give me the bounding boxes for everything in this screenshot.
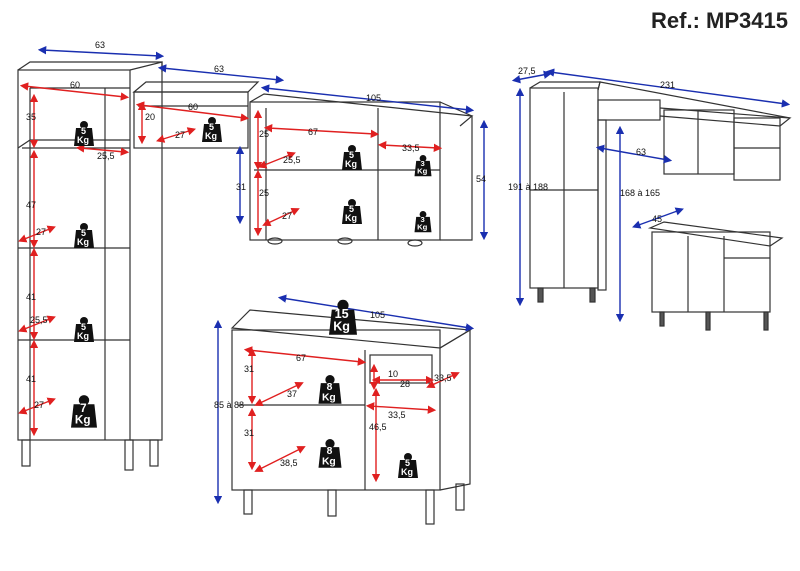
svg-text:105: 105 (366, 93, 381, 103)
weight-base-2: 8Kg (318, 439, 342, 468)
svg-text:Kg: Kg (77, 135, 89, 145)
svg-text:8: 8 (327, 446, 333, 457)
svg-text:191 à 188: 191 à 188 (508, 182, 548, 192)
base-cabinet (230, 309, 472, 525)
svg-text:20: 20 (145, 112, 155, 122)
svg-text:25: 25 (259, 188, 269, 198)
weight-base-3: 5Kg (398, 453, 418, 478)
svg-text:Kg: Kg (75, 414, 91, 427)
svg-text:27: 27 (282, 211, 292, 221)
weight-tall-3: 5Kg (74, 317, 94, 342)
svg-text:168 à 165: 168 à 165 (620, 188, 660, 198)
svg-text:10: 10 (388, 369, 398, 379)
svg-text:Kg: Kg (333, 320, 350, 334)
weight-tall-1: 5Kg (74, 121, 94, 146)
svg-text:15: 15 (335, 307, 349, 321)
svg-text:Kg: Kg (322, 392, 336, 403)
svg-text:5: 5 (81, 228, 86, 238)
weight-wall-2: 5Kg (342, 199, 362, 224)
overview-dimensions: 27,5 231 191 à 188 168 à 165 63 45 (508, 66, 791, 323)
svg-text:25,5: 25,5 (283, 155, 301, 165)
svg-text:28: 28 (400, 379, 410, 389)
svg-text:33,5: 33,5 (388, 410, 406, 420)
weight-wall-3: 3Kg (414, 154, 432, 177)
svg-text:33,5: 33,5 (402, 143, 420, 153)
svg-text:105: 105 (370, 310, 385, 320)
middle-cabinet-dimensions: 63 60 20 27 (135, 64, 285, 145)
svg-text:Kg: Kg (77, 331, 89, 341)
svg-text:41: 41 (26, 292, 36, 302)
svg-text:25,5: 25,5 (97, 151, 115, 161)
svg-text:27: 27 (36, 227, 46, 237)
svg-text:8: 8 (327, 382, 333, 393)
svg-text:Kg: Kg (205, 131, 217, 141)
svg-text:60: 60 (188, 102, 198, 112)
svg-text:231: 231 (660, 80, 675, 90)
svg-text:25: 25 (259, 129, 269, 139)
svg-text:5: 5 (349, 204, 354, 214)
svg-text:25,5: 25,5 (30, 315, 48, 325)
svg-text:Kg: Kg (322, 456, 336, 467)
weight-tall-2: 5Kg (74, 223, 94, 248)
svg-text:45: 45 (652, 214, 662, 224)
svg-text:41: 41 (26, 374, 36, 384)
svg-text:Kg: Kg (417, 167, 428, 176)
svg-text:31: 31 (244, 364, 254, 374)
svg-text:33,5: 33,5 (434, 373, 452, 383)
svg-text:5: 5 (349, 150, 354, 160)
svg-text:3: 3 (420, 159, 424, 168)
wall-cabinet (249, 93, 474, 247)
overview-assembly (529, 81, 792, 331)
svg-text:5: 5 (81, 322, 86, 332)
svg-text:54: 54 (476, 174, 486, 184)
svg-text:5: 5 (209, 122, 214, 132)
svg-text:31: 31 (244, 428, 254, 438)
weight-base-1: 8Kg (318, 375, 342, 404)
svg-text:Kg: Kg (77, 237, 89, 247)
svg-text:63: 63 (214, 64, 224, 74)
svg-text:63: 63 (636, 147, 646, 157)
weight-wall-4: 3Kg (414, 210, 432, 233)
svg-text:27: 27 (175, 130, 185, 140)
svg-text:27: 27 (34, 400, 44, 410)
tall-cabinet-dimensions: 63 60 35 47 41 41 25,5 27 25,5 27 (18, 40, 165, 437)
wall-cabinet-dimensions: 105 67 33,5 25 25 25,5 27 54 31 (235, 84, 489, 241)
svg-text:67: 67 (296, 353, 306, 363)
svg-text:47: 47 (26, 200, 36, 210)
svg-text:7: 7 (80, 402, 87, 415)
svg-text:38,5: 38,5 (280, 458, 298, 468)
svg-text:35: 35 (26, 112, 36, 122)
svg-text:37: 37 (287, 389, 297, 399)
reference-code: Ref.: MP3415 (651, 8, 788, 33)
svg-text:63: 63 (95, 40, 105, 50)
weight-middle: 5Kg (202, 117, 222, 142)
svg-text:3: 3 (420, 215, 424, 224)
svg-text:Kg: Kg (401, 467, 413, 477)
svg-text:27,5: 27,5 (518, 66, 536, 76)
svg-text:85 à 88: 85 à 88 (214, 400, 244, 410)
svg-text:46,5: 46,5 (369, 422, 387, 432)
svg-text:60: 60 (70, 80, 80, 90)
svg-text:31: 31 (236, 182, 246, 192)
svg-text:Kg: Kg (417, 223, 428, 232)
svg-text:67: 67 (308, 127, 318, 137)
weight-wall-1: 5Kg (342, 145, 362, 170)
svg-text:Kg: Kg (345, 159, 357, 169)
base-cabinet-dimensions: 105 67 31 31 37 38,5 85 à 88 10 28 33,5 … (213, 294, 475, 505)
svg-text:5: 5 (81, 126, 86, 136)
weight-tall-4: 7Kg (71, 395, 97, 428)
svg-text:5: 5 (405, 458, 410, 468)
svg-text:Kg: Kg (345, 213, 357, 223)
